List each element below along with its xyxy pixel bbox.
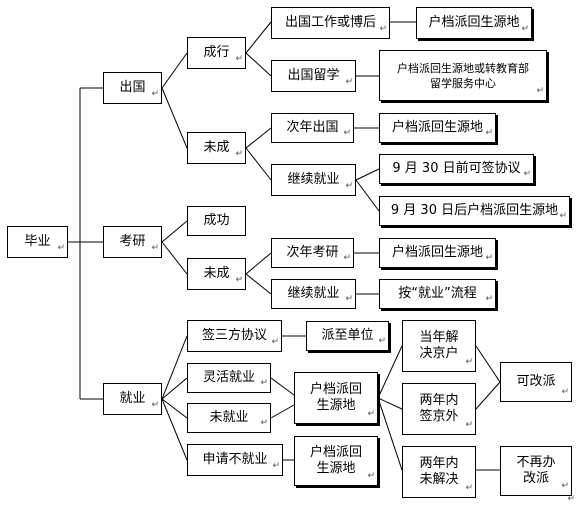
node-label: 毕业	[24, 234, 51, 249]
node-abroad-success: 成行↵	[187, 37, 246, 69]
node-label: 申请不就业	[202, 452, 268, 467]
node-can-reassign: 可改派↵	[500, 362, 572, 402]
connector	[245, 127, 272, 149]
node-label: 可改派	[516, 374, 556, 389]
node-follow-job-flow: 按“就业”流程↵	[379, 279, 496, 309]
node-hukou-or-transfer: 户档派回生源地或转教育部留学服务中心↵	[379, 50, 547, 101]
node-label: 户档派回生源地	[391, 245, 483, 260]
connector	[161, 52, 188, 89]
node-abroad-fail: 未成↵	[187, 132, 246, 164]
node-kaoyan: 考研↵	[103, 226, 162, 258]
node-study-abroad: 出国留学↵	[271, 60, 356, 92]
connector	[245, 52, 272, 77]
connector	[245, 252, 272, 275]
node-label: 次年出国	[286, 120, 339, 135]
node-flexible-job: 灵活就业↵	[187, 363, 271, 393]
node-label: 两年内签京外	[419, 393, 459, 424]
node-employment: 就业↵	[103, 383, 162, 415]
node-label: 灵活就业	[202, 370, 255, 385]
node-label: 未就业	[209, 410, 249, 425]
node-label: 成功	[203, 213, 230, 228]
node-after-sep30: 9 月 30 日后户档派回生源地↵	[379, 196, 570, 226]
node-label: 9 月 30 日前可签协议	[392, 161, 521, 176]
connector	[377, 397, 403, 410]
node-hukou-return-5: 户档派回生源地↵	[294, 436, 378, 486]
node-label: 考研	[119, 234, 146, 249]
node-label: 签三方协议	[201, 328, 267, 343]
node-label: 户档派回生源地	[428, 15, 520, 30]
node-label: 户档派回生源地	[309, 382, 362, 413]
paragraph-mark: ↵	[567, 494, 575, 504]
node-two-years-outside: 两年内签京外↵	[402, 383, 476, 435]
node-label: 出国工作或博后	[284, 15, 376, 30]
node-unemployed: 未就业↵	[187, 403, 271, 433]
node-solve-beijing-hukou: 当年解决京户↵	[402, 320, 476, 372]
node-kaoyan-success: 成功	[187, 206, 246, 236]
connector	[161, 87, 188, 149]
connector	[161, 220, 188, 243]
node-tripartite: 签三方协议↵	[187, 320, 282, 352]
node-label: 9 月 30 日后户档派回生源地	[390, 203, 559, 218]
node-graduation: 毕业↵	[7, 226, 68, 258]
node-apply-no-job: 申请不就业↵	[187, 444, 283, 476]
connector	[245, 147, 272, 181]
connector	[270, 377, 295, 396]
node-before-sep30: 9 月 30 日前可签协议↵	[379, 154, 534, 184]
node-label: 成行	[203, 45, 230, 60]
node-hukou-return-2: 户档派回生源地↵	[379, 113, 496, 143]
connector	[161, 335, 188, 400]
connector	[161, 398, 188, 461]
node-label: 继续就业	[287, 286, 340, 301]
node-next-year-abroad: 次年出国↵	[271, 113, 354, 143]
node-label: 两年内未解决	[419, 456, 459, 487]
node-label: 出国	[119, 80, 146, 95]
node-label: 不再办改派	[516, 455, 556, 486]
node-label: 当年解决京户	[419, 330, 459, 361]
node-label: 未成	[203, 140, 230, 155]
connector	[475, 381, 501, 410]
node-no-more-reassign: 不再办改派↵	[500, 446, 572, 496]
node-hukou-return-4: 户档派回生源地↵	[294, 372, 378, 424]
connector	[161, 241, 188, 275]
node-label: 次年考研	[286, 245, 339, 260]
connector	[377, 397, 403, 471]
node-work-abroad: 出国工作或博后↵	[271, 7, 390, 39]
node-label: 就业	[119, 391, 146, 406]
node-label: 按“就业”流程	[398, 286, 477, 301]
node-label: 派至单位	[321, 328, 374, 343]
node-label: 继续就业	[287, 172, 340, 187]
node-label: 户档派回生源地或转教育部留学服务中心	[397, 61, 529, 90]
node-label: 户档派回生源地	[391, 120, 483, 135]
node-kaoyan-fail: 未成↵	[187, 258, 246, 290]
node-next-year-kaoyan: 次年考研↵	[271, 238, 354, 268]
node-label: 未成	[203, 266, 230, 281]
node-to-employer: 派至单位↵	[306, 321, 389, 351]
node-label: 户档派回生源地	[309, 445, 362, 476]
connector	[355, 168, 380, 181]
connector	[161, 377, 188, 400]
node-abroad: 出国↵	[103, 72, 162, 104]
node-hukou-return-1: 户档派回生源地↵	[416, 7, 532, 39]
node-label: 出国留学	[287, 68, 340, 83]
node-hukou-return-3: 户档派回生源地↵	[379, 238, 496, 268]
connector	[377, 345, 403, 399]
node-continue-job-2: 继续就业↵	[271, 279, 356, 309]
connector	[270, 404, 295, 419]
connector	[161, 398, 188, 419]
connector	[475, 345, 501, 383]
connector	[355, 179, 380, 212]
connector	[245, 273, 272, 295]
connector	[245, 21, 272, 54]
node-two-years-unsolved: 两年内未解决↵	[402, 446, 476, 498]
node-continue-job-1: 继续就业↵	[271, 164, 356, 196]
